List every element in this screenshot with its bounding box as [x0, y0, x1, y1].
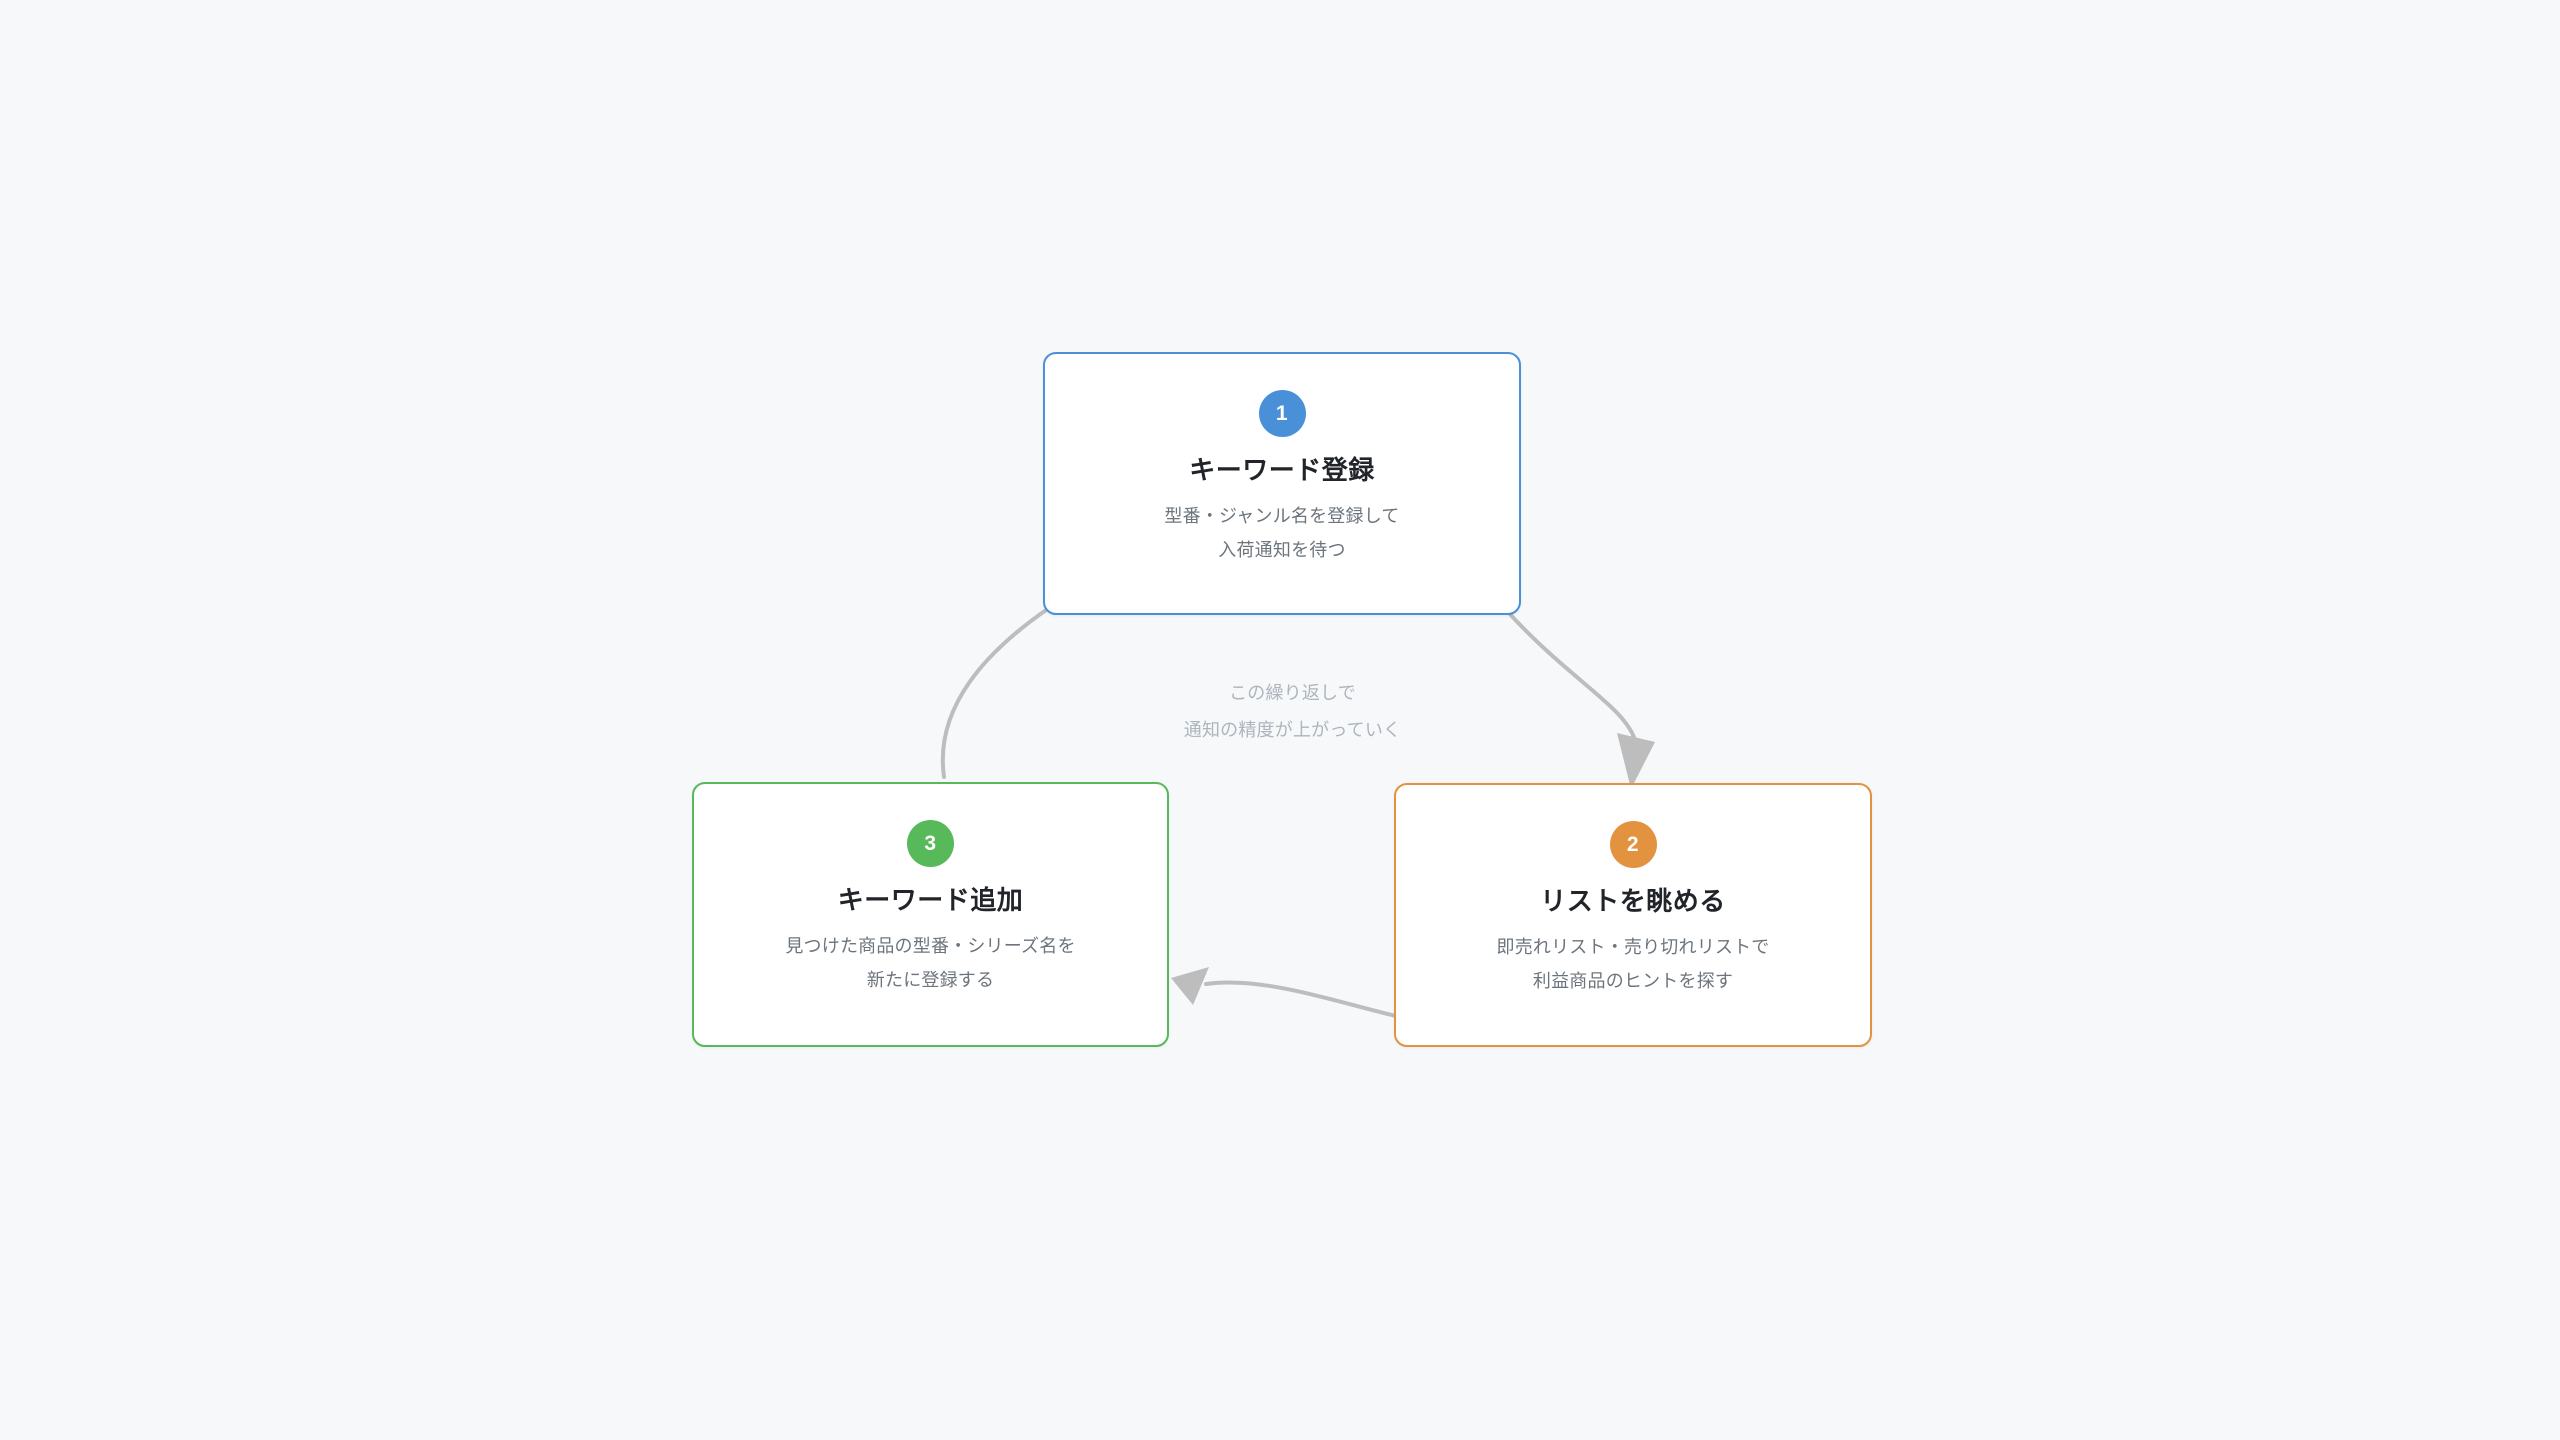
- step-title-3: キーワード追加: [837, 885, 1024, 915]
- step-card-3[interactable]: 3 キーワード追加 見つけた商品の型番・シリーズ名を 新たに登録する: [692, 782, 1169, 1047]
- step-title-2: リストを眺める: [1540, 886, 1726, 916]
- step-card-1[interactable]: 1 キーワード登録 型番・ジャンル名を登録して 入荷通知を待つ: [1043, 352, 1521, 615]
- step-number-badge-1: 1: [1258, 390, 1306, 437]
- step-card-2[interactable]: 2 リストを眺める 即売れリスト・売り切れリストで 利益商品のヒントを探す: [1394, 783, 1872, 1047]
- arrowhead-1-to-2: [1617, 733, 1655, 789]
- connector-2-to-3: [1204, 980, 1398, 1018]
- step-title-1: キーワード登録: [1189, 455, 1375, 485]
- connector-3-to-1: [940, 606, 1051, 779]
- cycle-caption: この繰り返しで 通知の精度が上がっていく: [1183, 683, 1402, 740]
- arrowhead-2-to-3: [1171, 967, 1209, 1005]
- step-description-1: 型番・ジャンル名を登録して 入荷通知を待つ: [1164, 506, 1400, 561]
- step-number-badge-2: 2: [1609, 821, 1657, 868]
- step-number-badge-3: 3: [907, 820, 954, 867]
- connector-1-to-2: [1506, 610, 1637, 742]
- step-description-2: 即売れリスト・売り切れリストで 利益商品のヒントを探す: [1496, 937, 1770, 992]
- step-description-3: 見つけた商品の型番・シリーズ名を 新たに登録する: [785, 936, 1076, 991]
